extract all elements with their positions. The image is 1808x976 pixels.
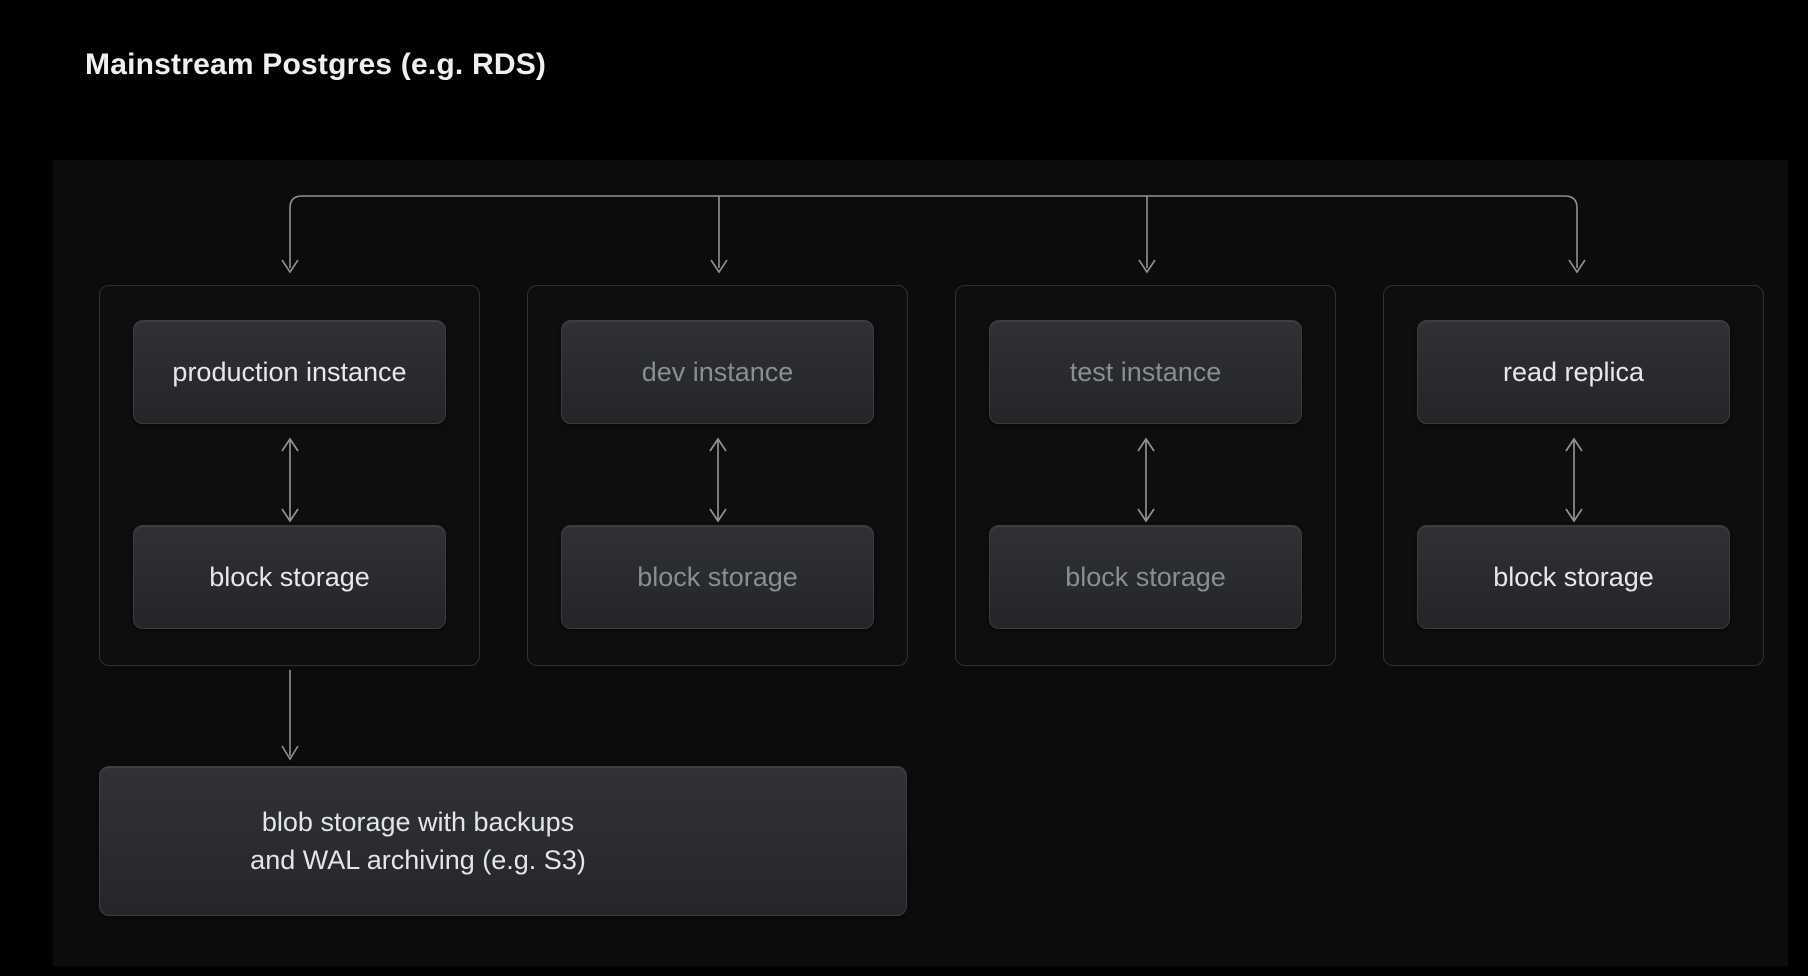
production-block-storage-node: block storage xyxy=(133,525,446,629)
dev-instance-label: dev instance xyxy=(641,356,794,387)
test-instance-node: test instance xyxy=(989,320,1302,424)
bidirectional-arrow-icon xyxy=(709,437,727,523)
read-replica-label: read replica xyxy=(1502,356,1645,387)
production-instance-node: production instance xyxy=(133,320,446,424)
dev-instance-node: dev instance xyxy=(561,320,874,424)
blob-storage-label-line1: blob storage with backups xyxy=(261,807,575,837)
test-block-storage-label: block storage xyxy=(1065,561,1226,592)
bidirectional-arrow-icon xyxy=(281,437,299,523)
bidirectional-arrow-icon xyxy=(1137,437,1155,523)
blob-storage-node: blob storage with backups and WAL archiv… xyxy=(99,766,907,916)
replica-block-storage-node: block storage xyxy=(1417,525,1730,629)
test-block-storage-node: block storage xyxy=(989,525,1302,629)
replica-block-storage-label: block storage xyxy=(1493,561,1654,592)
page-title: Mainstream Postgres (e.g. RDS) xyxy=(85,48,547,81)
production-block-storage-label: block storage xyxy=(209,561,370,592)
blob-storage-label: blob storage with backups and WAL archiv… xyxy=(100,767,736,915)
group-production: production instance block storage xyxy=(99,285,480,666)
blob-storage-label-line2: and WAL archiving (e.g. S3) xyxy=(250,845,586,875)
bidirectional-arrow-icon xyxy=(1565,437,1583,523)
read-replica-node: read replica xyxy=(1417,320,1730,424)
production-instance-label: production instance xyxy=(172,356,407,387)
group-dev: dev instance block storage xyxy=(527,285,908,666)
group-test: test instance block storage xyxy=(955,285,1336,666)
test-instance-label: test instance xyxy=(1069,356,1222,387)
dev-block-storage-label: block storage xyxy=(637,561,798,592)
dev-block-storage-node: block storage xyxy=(561,525,874,629)
group-read-replica: read replica block storage xyxy=(1383,285,1764,666)
